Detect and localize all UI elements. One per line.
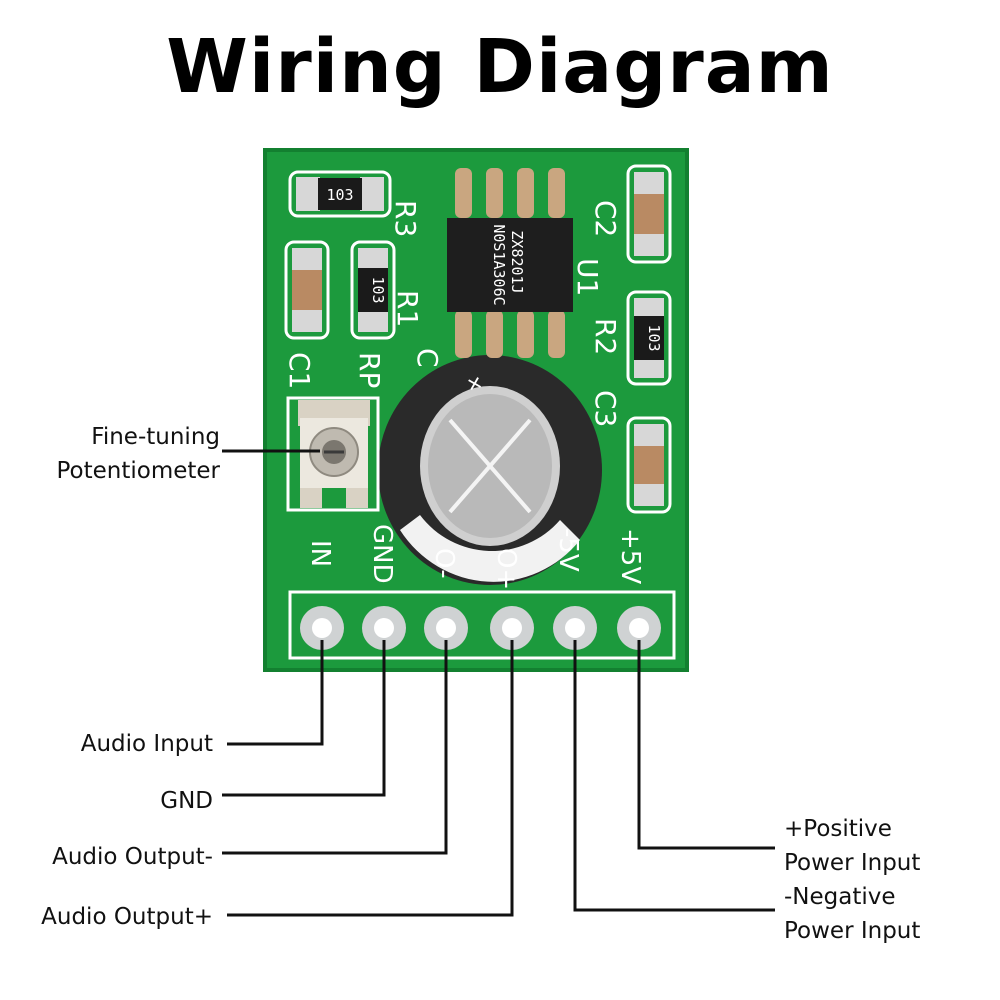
r2-value: 103 xyxy=(645,324,663,351)
callout-positive-power: +Positive Power Input xyxy=(784,816,921,876)
capacitor-c2 xyxy=(626,164,672,264)
pin-gnd xyxy=(362,606,406,650)
label-c1: C1 xyxy=(283,352,316,389)
pin-in xyxy=(300,606,344,650)
pin-o-plus xyxy=(490,606,534,650)
diagram-title: Wiring Diagram xyxy=(166,24,834,110)
r1-value: 103 xyxy=(369,276,387,303)
pin-header-outline xyxy=(288,590,676,660)
label-r3: R3 xyxy=(389,200,422,237)
r3-value: 103 xyxy=(326,186,353,204)
leader-positive-power xyxy=(637,640,775,850)
pin-minus-5v xyxy=(553,606,597,650)
label-c3: C3 xyxy=(589,390,622,427)
leader-audio-input xyxy=(227,640,324,746)
leader-gnd xyxy=(222,640,386,797)
callout-audio-output-plus: Audio Output+ xyxy=(41,904,213,930)
label-r2: R2 xyxy=(589,318,622,355)
pin-label-o-minus: O- xyxy=(429,548,459,579)
callout-audio-output-minus: Audio Output- xyxy=(52,844,213,870)
pin-label-plus-5v: +5V xyxy=(615,528,645,584)
chip-marking-2: N0S1A306C xyxy=(490,224,508,305)
leader-audio-output-plus xyxy=(227,640,514,917)
label-c2: C2 xyxy=(589,200,622,237)
pin-label-minus-5v: -5V xyxy=(553,528,583,572)
label-u1: U1 xyxy=(571,258,604,296)
chip-marking-1: ZX8201J xyxy=(508,230,526,293)
pin-label-o-plus: O+ xyxy=(491,548,521,590)
callout-potentiometer: Fine-tuning Potentiometer xyxy=(56,424,220,484)
pin-o-minus xyxy=(424,606,468,650)
leader-audio-output-minus xyxy=(222,640,448,855)
resistor-r2: 103 xyxy=(626,290,672,386)
label-r1: R1 xyxy=(391,290,424,327)
capacitor-c3 xyxy=(626,416,672,514)
leader-negative-power xyxy=(573,640,775,912)
electrolytic-capacitor: + xyxy=(378,355,602,585)
resistor-r1: 103 xyxy=(350,240,396,340)
capacitor-c1 xyxy=(284,240,330,340)
callout-audio-input: Audio Input xyxy=(80,731,213,757)
label-rp: RP xyxy=(353,352,386,388)
potentiometer xyxy=(286,396,380,512)
pcb-edge-shade xyxy=(263,148,689,672)
pin-plus-5v xyxy=(617,606,661,650)
amplifier-chip: ZX8201J N0S1A306C xyxy=(447,168,573,358)
pin-label-gnd: GND xyxy=(367,524,397,584)
resistor-r3: 103 xyxy=(288,170,392,218)
pin-label-in: IN xyxy=(305,540,335,567)
label-c-mid: C xyxy=(411,348,444,368)
callout-negative-power: -Negative Power Input xyxy=(784,884,921,944)
callout-gnd: GND xyxy=(160,788,213,814)
